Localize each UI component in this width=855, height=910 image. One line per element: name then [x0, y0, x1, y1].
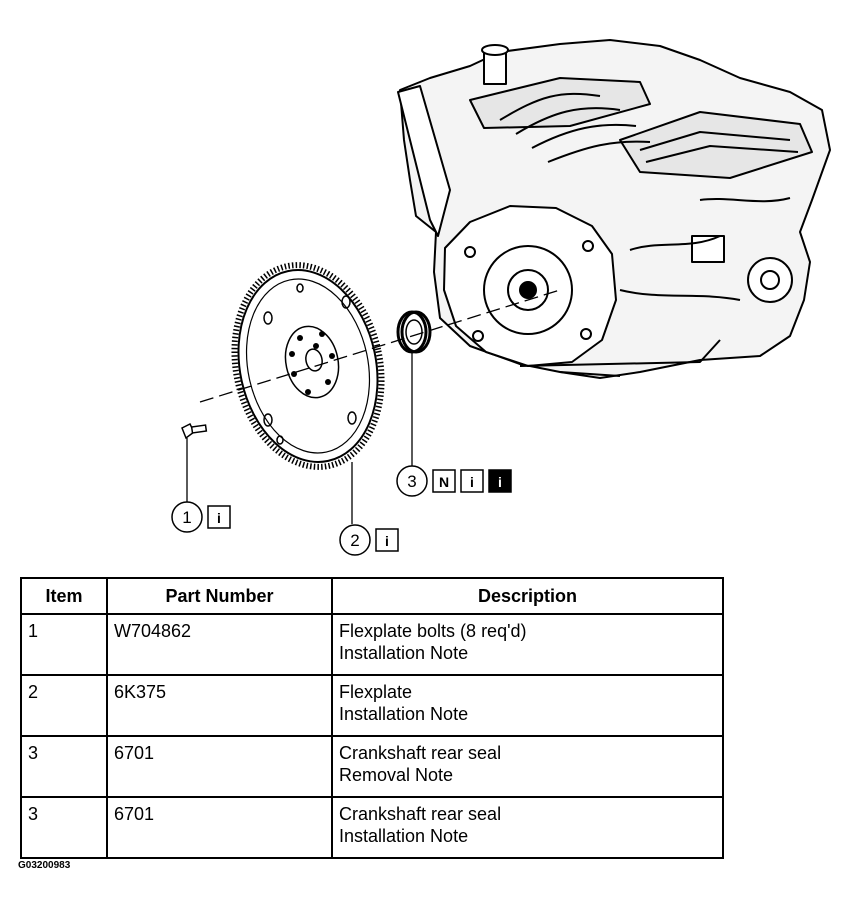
cell-item: 1 [20, 613, 108, 676]
svg-text:i: i [470, 474, 474, 490]
cell-part-number: 6K375 [106, 674, 333, 737]
description-text: Flexplate bolts (8 req'd) [339, 621, 527, 641]
table-row: 1 W704862 Flexplate bolts (8 req'd) Inst… [20, 613, 724, 676]
header-part-number: Part Number [106, 577, 333, 615]
note-link[interactable]: Removal Note [339, 765, 454, 785]
header-item: Item [20, 577, 108, 615]
exploded-view-diagram: 1 i 2 i 3 N i i [171, 39, 831, 556]
cell-description: Crankshaft rear seal Installation Note [331, 796, 724, 859]
cell-item: 3 [20, 796, 108, 859]
info-icon-filled [488, 469, 512, 493]
svg-text:1: 1 [182, 508, 191, 527]
cell-part-number: W704862 [106, 613, 333, 676]
flexplate-bolt-illustration [181, 422, 208, 440]
svg-text:i: i [217, 510, 221, 526]
svg-text:3: 3 [407, 472, 416, 491]
cell-part-number: 6701 [106, 735, 333, 798]
cell-item: 3 [20, 735, 108, 798]
leader-lines [186, 352, 413, 524]
callout-2: 2 i [339, 524, 399, 556]
new-part-icon [432, 469, 456, 493]
rear-seal-illustration [396, 310, 432, 354]
table-header-row: Item Part Number Description [20, 577, 724, 615]
cell-description: Flexplate bolts (8 req'd) Installation N… [331, 613, 724, 676]
info-icon [375, 528, 399, 552]
info-icon [460, 469, 484, 493]
header-description: Description [331, 577, 724, 615]
description-text: Crankshaft rear seal [339, 743, 502, 763]
table-row: 3 6701 Crankshaft rear seal Removal Note [20, 735, 724, 798]
cell-description: Crankshaft rear seal Removal Note [331, 735, 724, 798]
table-row: 3 6701 Crankshaft rear seal Installation… [20, 796, 724, 859]
svg-text:2: 2 [350, 531, 359, 550]
parts-table: Item Part Number Description 1 W704862 F… [20, 577, 724, 859]
table-row: 2 6K375 Flexplate Installation Note [20, 674, 724, 737]
svg-text:i: i [498, 474, 502, 490]
description-text: Flexplate [339, 682, 413, 702]
assembly-centerline [199, 289, 561, 403]
engine-illustration [397, 39, 831, 379]
cell-description: Flexplate Installation Note [331, 674, 724, 737]
note-link[interactable]: Installation Note [339, 704, 469, 724]
svg-text:N: N [439, 474, 449, 490]
figure-id: G03200983 [18, 860, 71, 871]
cell-part-number: 6701 [106, 796, 333, 859]
note-link[interactable]: Installation Note [339, 643, 469, 663]
description-text: Crankshaft rear seal [339, 804, 502, 824]
svg-text:i: i [385, 533, 389, 549]
callout-3: 3 N i i [396, 465, 512, 497]
cell-item: 2 [20, 674, 108, 737]
flexplate-illustration [231, 262, 385, 470]
callout-1: 1 i [171, 501, 231, 533]
info-icon [207, 505, 231, 529]
note-link[interactable]: Installation Note [339, 826, 469, 846]
